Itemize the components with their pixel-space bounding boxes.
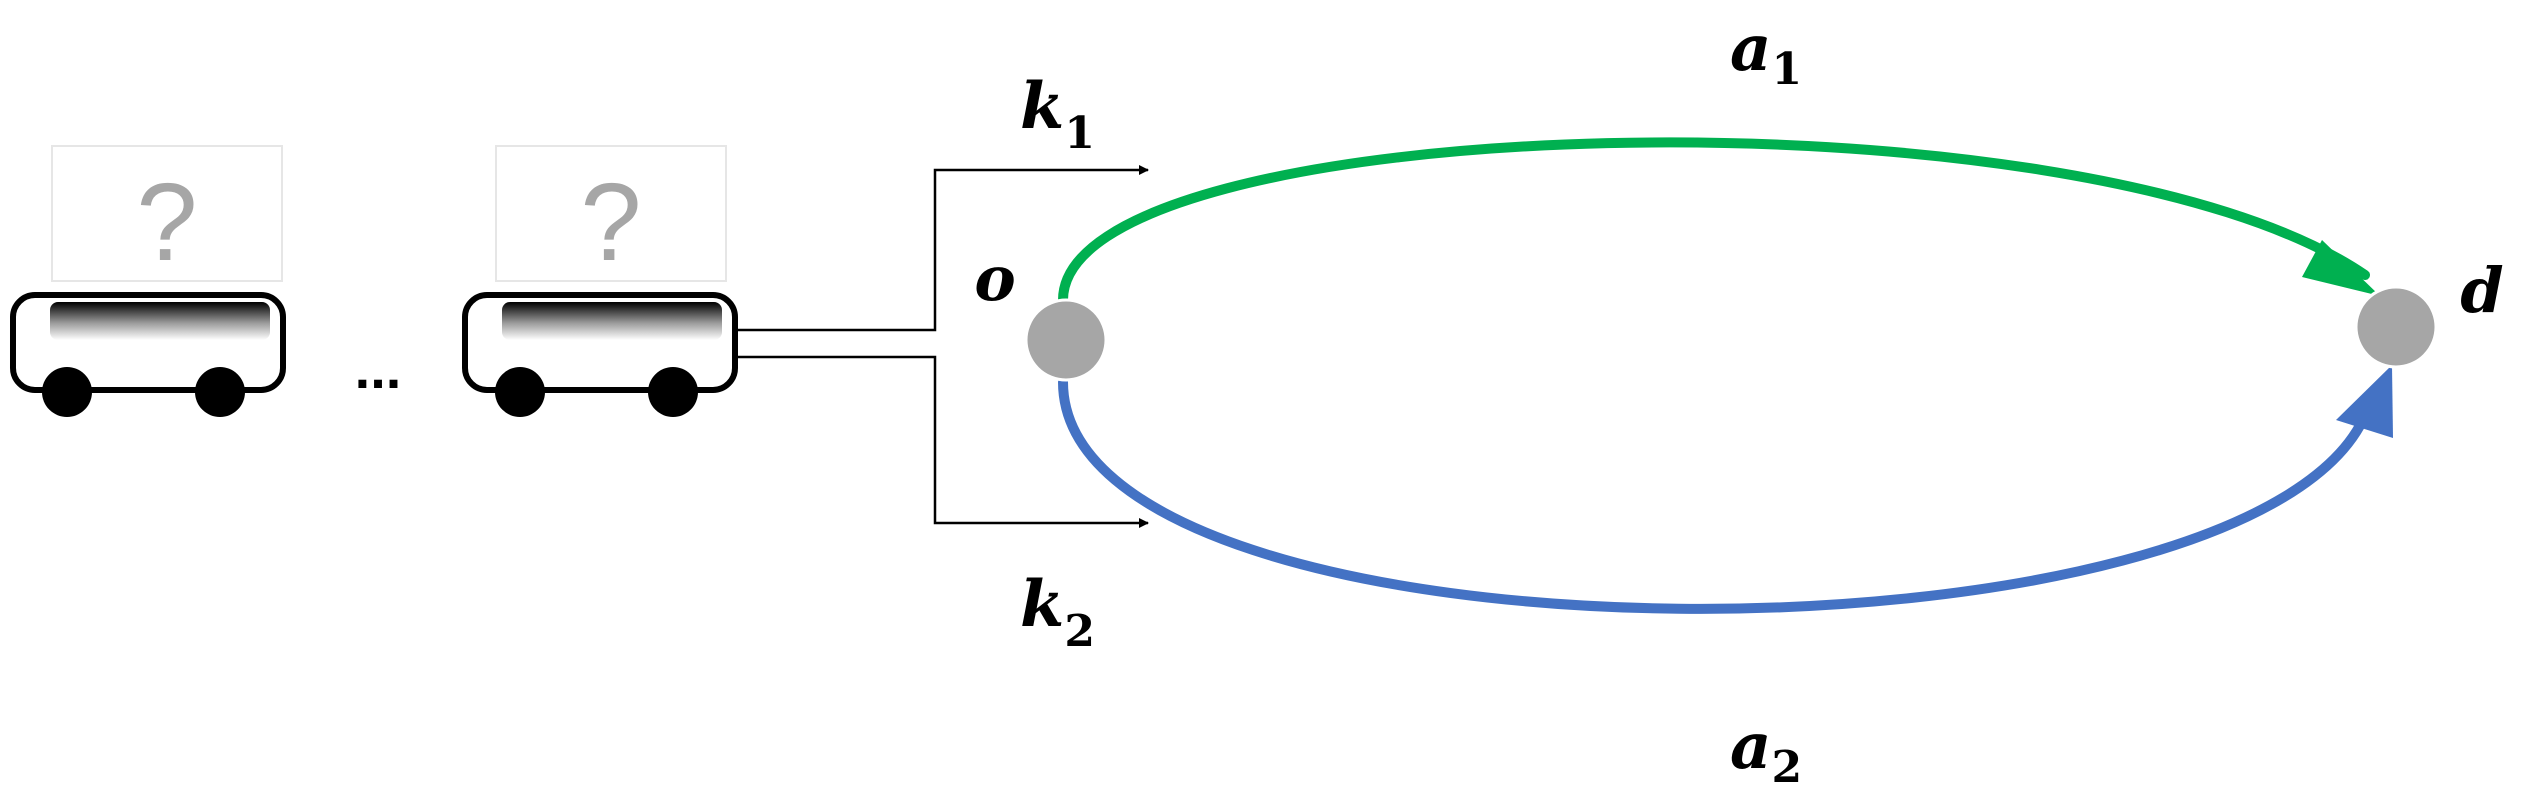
route-a2 — [1058, 365, 2393, 614]
unknown-box — [495, 145, 727, 282]
route-a2-arrowhead — [2336, 365, 2393, 438]
vehicle-2: ? — [462, 145, 738, 417]
decision-label-k2: k2 — [1020, 567, 1095, 657]
more-vehicles-ellipsis: ... — [355, 337, 402, 400]
wheel — [648, 367, 698, 417]
route-a1-arrowhead — [2302, 240, 2380, 296]
wheel — [42, 367, 92, 417]
route-a1-path — [1058, 137, 2370, 305]
wheel — [495, 367, 545, 417]
destination-node — [2354, 285, 2438, 369]
route-label-a1: a1 — [1730, 11, 1802, 95]
origin-node — [1024, 298, 1108, 382]
vehicle-roof — [50, 302, 270, 340]
route-a2-path — [1058, 377, 2373, 614]
route-a1 — [1058, 137, 2380, 305]
wheel — [195, 367, 245, 417]
decision-arrow-k2 — [737, 355, 1149, 528]
vehicle-1: ? — [10, 145, 286, 417]
route-label-a2: a2 — [1730, 709, 1802, 793]
decision-label-k1: k1 — [1020, 69, 1095, 159]
vehicle-roof — [502, 302, 722, 340]
decision-arrow-k1 — [737, 165, 1149, 332]
destination-label: d — [2460, 254, 2503, 327]
unknown-mark: ? — [136, 161, 197, 284]
unknown-mark: ? — [580, 161, 641, 284]
origin-label: o — [974, 242, 1015, 315]
unknown-box — [51, 145, 283, 282]
